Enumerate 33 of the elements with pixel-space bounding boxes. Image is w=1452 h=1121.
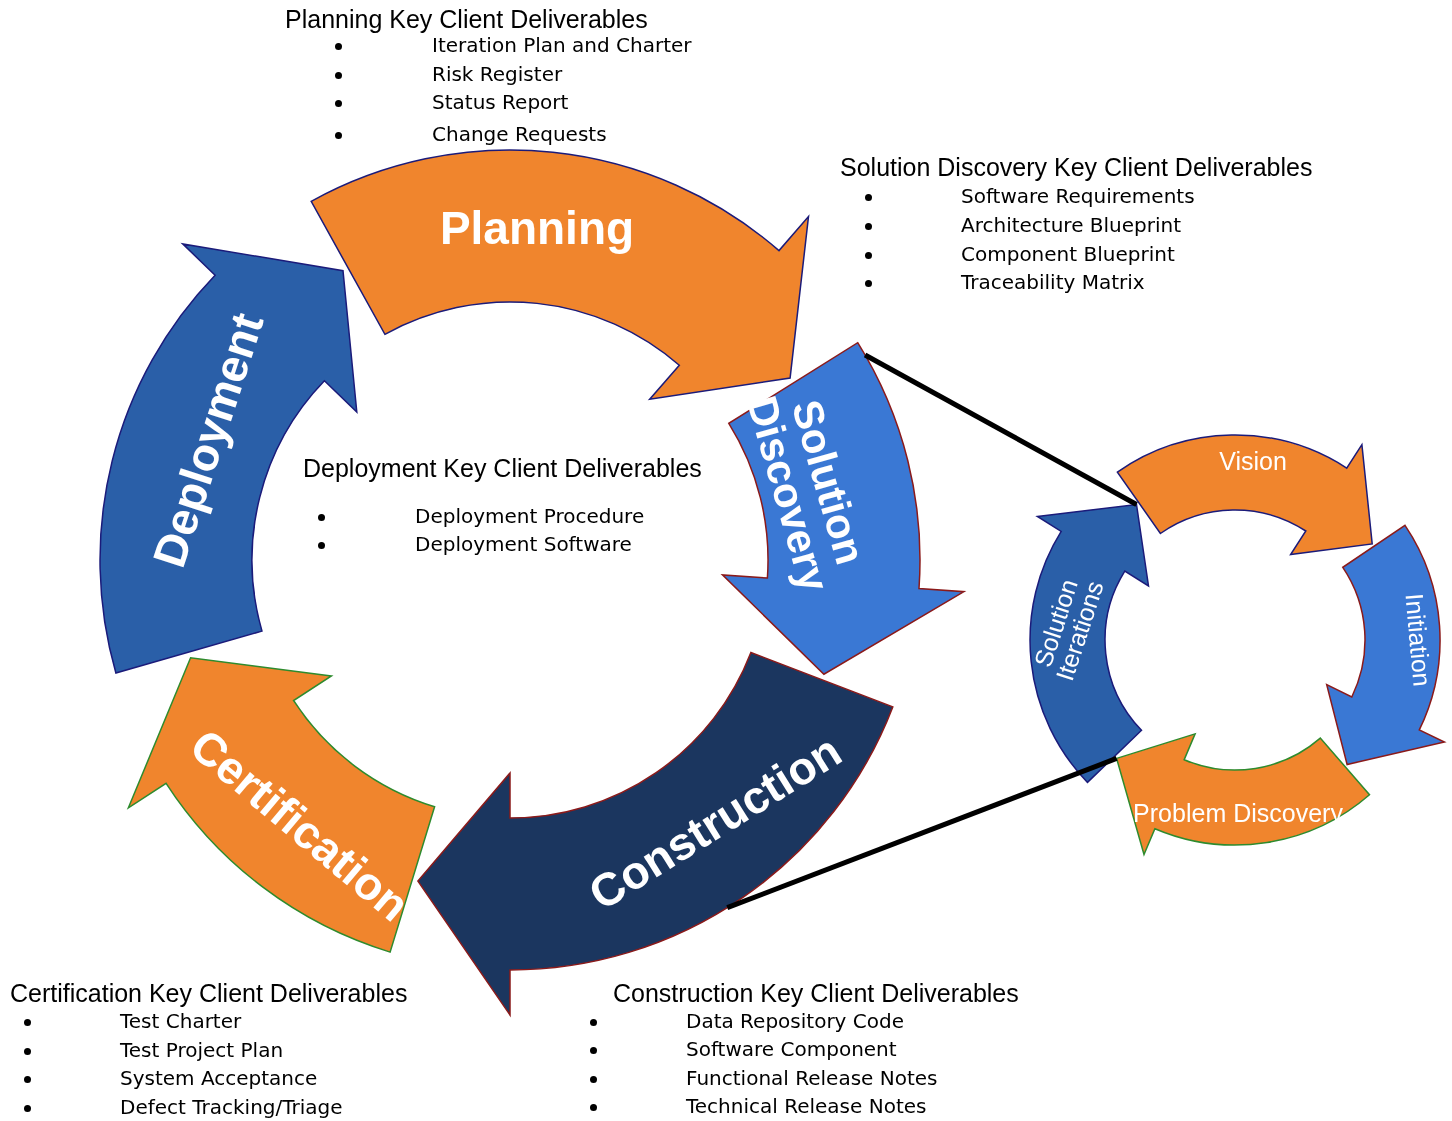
list-item: Deployment Procedure (415, 504, 645, 528)
leader-line (726, 756, 1118, 911)
list-item: Traceability Matrix (961, 270, 1145, 294)
list-item: Software Requirements (961, 184, 1195, 208)
list-item: Status Report (432, 90, 569, 114)
list-heading: Deployment Key Client Deliverables (303, 454, 702, 483)
list-item: Functional Release Notes (686, 1066, 938, 1090)
list-item: Change Requests (432, 122, 607, 146)
list-heading: Construction Key Client Deliverables (613, 979, 1019, 1008)
list-item: Architecture Blueprint (961, 213, 1182, 237)
phase-arrow-shape (1325, 524, 1446, 767)
leader-line (863, 352, 1138, 507)
phase-arrow-shape (127, 656, 437, 954)
list-item: Component Blueprint (961, 242, 1175, 266)
list-heading: Solution Discovery Key Client Deliverables (840, 153, 1313, 182)
list-item: System Acceptance (120, 1066, 318, 1090)
phase-arrow-shape (1115, 732, 1371, 856)
phase-label: Initiation (1399, 591, 1437, 690)
list-item: Defect Tracking/Triage (120, 1095, 343, 1119)
list-item: Data Repository Code (686, 1009, 905, 1033)
list-item: Technical Release Notes (686, 1094, 927, 1118)
list-item: Iteration Plan and Charter (432, 33, 692, 57)
list-heading: Planning Key Client Deliverables (285, 5, 648, 34)
phase-arrow-shape (721, 341, 966, 676)
phase-arrow-shape (1116, 434, 1374, 557)
phase-label: Vision (1218, 448, 1288, 474)
list-item: Deployment Software (415, 532, 632, 556)
phase-arrow-shape (1029, 503, 1151, 784)
list-item: Software Component (686, 1037, 897, 1061)
list-item: Test Charter (120, 1009, 242, 1033)
list-item: Test Project Plan (120, 1038, 284, 1062)
list-heading: Certification Key Client Deliverables (10, 979, 408, 1008)
list-item: Risk Register (432, 62, 563, 86)
